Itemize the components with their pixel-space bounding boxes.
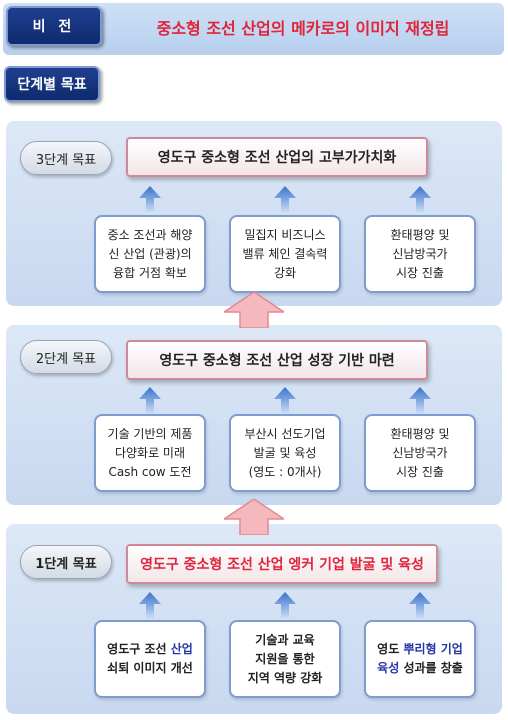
stage-3-label: 3단계 목표 <box>20 141 112 175</box>
up-arrow-icon <box>139 592 161 618</box>
stage-2-goal: 영도구 중소형 조선 산업 성장 기반 마련 <box>126 340 428 380</box>
vision-text: 중소형 조선 산업의 메카로의 이미지 재정립 <box>156 19 450 38</box>
up-arrow-icon <box>139 387 161 413</box>
stage-3-goal: 영도구 중소형 조선 산업의 고부가가치화 <box>126 137 428 177</box>
stage-progress-arrow-icon <box>224 292 284 328</box>
vision-label: 비 전 <box>6 6 102 46</box>
stage-goal-heading: 단계별 목표 <box>4 66 100 102</box>
stage-1-label: 1단계 목표 <box>20 545 112 579</box>
stage-1-goal: 영도구 중소형 조선 산업 엥커 기업 발굴 및 육성 <box>126 544 438 584</box>
up-arrow-icon <box>409 387 431 413</box>
up-arrow-icon <box>274 592 296 618</box>
up-arrow-icon <box>409 592 431 618</box>
up-arrow-icon <box>274 387 296 413</box>
up-arrow-icon <box>409 186 431 212</box>
stage-progress-arrow-icon <box>224 499 284 535</box>
stage-2-label: 2단계 목표 <box>20 340 112 374</box>
up-arrow-icon <box>274 186 296 212</box>
up-arrow-icon <box>139 186 161 212</box>
